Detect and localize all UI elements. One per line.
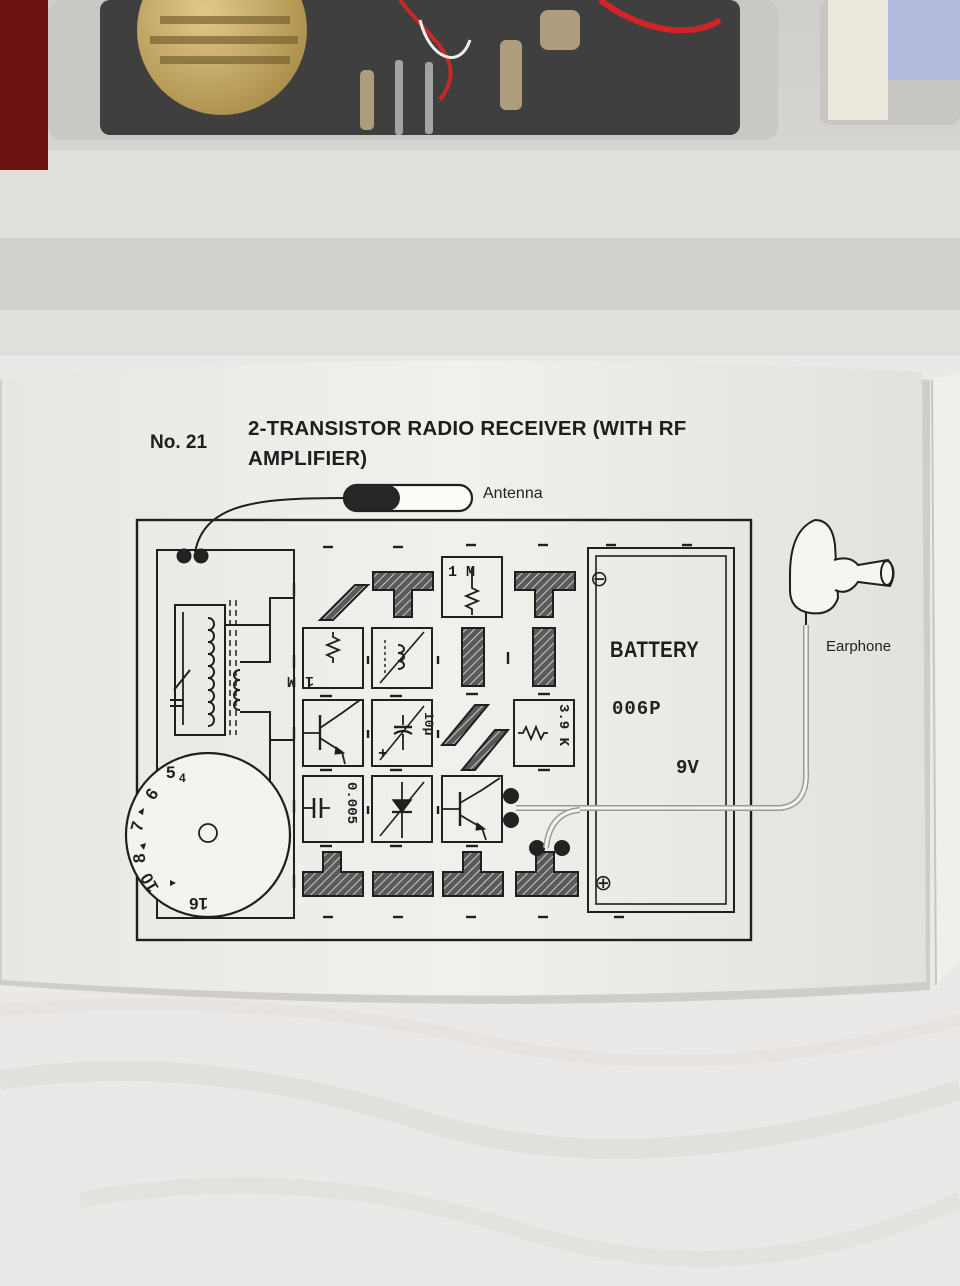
label-0-005: 0.005	[343, 782, 359, 824]
battery-title: BATTERY	[610, 637, 700, 662]
battery-negative: ⊖	[590, 567, 608, 592]
dial-number-5: 5	[166, 763, 175, 782]
label-10u: 10μ	[421, 712, 436, 736]
tuning-coil	[174, 604, 226, 736]
battery-compartment	[587, 547, 735, 913]
circuit-diagram	[124, 483, 895, 942]
project-title: 2-TRANSISTOR RADIO RECEIVER (WITH RF AMP…	[248, 417, 687, 470]
dial-number-16: 16	[189, 894, 208, 913]
battery-positive: ⊕	[594, 871, 612, 896]
component-tray	[0, 0, 960, 355]
label-1m-left: 1 M	[287, 672, 314, 689]
label-1m-top: 1 M	[448, 564, 475, 581]
board-outline	[135, 518, 753, 942]
label-plus: +	[378, 745, 388, 763]
battery-model: 006P	[612, 698, 662, 720]
dial-number-8: 8	[130, 853, 150, 864]
earphone	[789, 518, 895, 625]
earphone-label: Earphone	[826, 638, 892, 655]
project-number: No. 21	[150, 432, 208, 453]
battery-voltage: 9V	[676, 757, 699, 779]
dial-number-4: 4	[179, 771, 186, 785]
antenna-label: Antenna	[483, 485, 543, 502]
label-3-9k: 3.9 K	[555, 704, 571, 747]
antenna	[194, 483, 474, 553]
tuning-dial	[124, 751, 292, 919]
